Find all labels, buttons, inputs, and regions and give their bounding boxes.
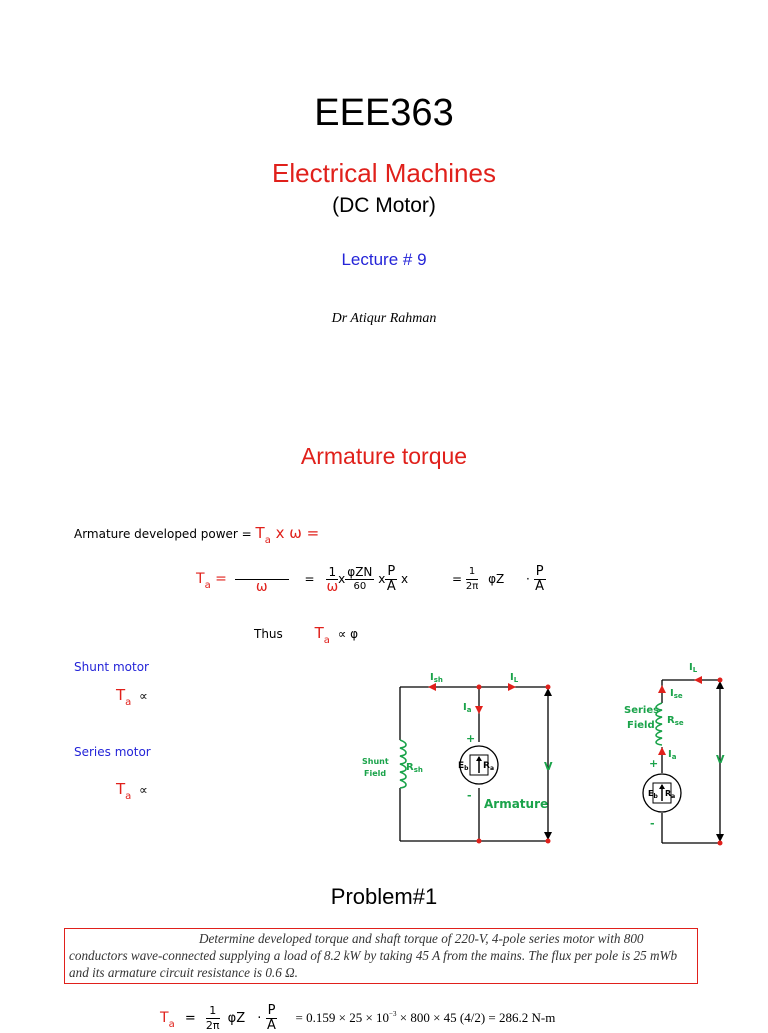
svg-text:Eb: Eb bbox=[648, 789, 658, 800]
svg-text:IL: IL bbox=[689, 662, 698, 674]
node-dot bbox=[717, 677, 723, 683]
shunt-motor-label: Shunt motor bbox=[74, 660, 149, 674]
course-code: EEE363 bbox=[314, 92, 454, 134]
lecture-number: Lecture # 9 bbox=[341, 250, 427, 269]
svg-text:-: - bbox=[467, 789, 472, 802]
svg-text:Rse: Rse bbox=[667, 715, 684, 727]
svg-text:Ia: Ia bbox=[668, 749, 677, 761]
series-relation: Ta ∝ bbox=[116, 780, 148, 802]
svg-text:Ra: Ra bbox=[665, 789, 675, 800]
node-dot bbox=[545, 684, 551, 690]
power-equation: Armature developed power = Ta x ω = bbox=[74, 524, 320, 546]
svg-text:-: - bbox=[650, 817, 655, 830]
section-title: Armature torque bbox=[300, 443, 468, 469]
svg-text:Ise: Ise bbox=[670, 688, 683, 700]
problem-title: Problem#1 bbox=[330, 884, 438, 909]
thus-line: Thus Ta ∝ φ bbox=[254, 624, 359, 646]
svg-text:+: + bbox=[466, 732, 475, 745]
shunt-relation: Ta ∝ bbox=[116, 686, 148, 708]
shunt-motor-circuit: Ish IL Ia + - Eb Ra Armature V Shunt Fie… bbox=[362, 672, 553, 844]
svg-text:Shunt: Shunt bbox=[362, 757, 389, 766]
svg-text:IL: IL bbox=[510, 672, 519, 684]
problem-text: Determine developed torque and shaft tor… bbox=[69, 931, 678, 980]
node-dot bbox=[476, 684, 482, 690]
author-name: Dr Atiqur Rahman bbox=[331, 311, 437, 326]
svg-text:Series: Series bbox=[624, 705, 659, 716]
svg-text:V: V bbox=[544, 760, 553, 773]
svg-text:+: + bbox=[649, 757, 658, 770]
slide-subtitle: (DC Motor) bbox=[332, 194, 436, 217]
svg-text:Armature: Armature bbox=[484, 797, 548, 811]
series-motor-circuit: IL Ise Series Field Rse Ia + - Eb Ra V bbox=[624, 662, 725, 846]
node-dot bbox=[476, 838, 482, 844]
svg-text:Ra: Ra bbox=[483, 761, 494, 772]
power-label: Armature developed power = bbox=[74, 527, 252, 541]
svg-text:Eb: Eb bbox=[458, 761, 469, 772]
svg-text:Rsh: Rsh bbox=[406, 762, 423, 774]
problem-box: Determine developed torque and shaft tor… bbox=[64, 928, 698, 984]
series-motor-label: Series motor bbox=[74, 745, 151, 759]
svg-text:Field: Field bbox=[627, 720, 655, 731]
node-dot bbox=[717, 840, 723, 846]
svg-text:V: V bbox=[716, 753, 725, 766]
svg-text:Field: Field bbox=[364, 769, 386, 778]
node-dot bbox=[545, 838, 551, 844]
slide-title: Electrical Machines bbox=[272, 158, 496, 188]
svg-text:Ish: Ish bbox=[430, 672, 443, 684]
svg-text:Ia: Ia bbox=[463, 702, 472, 714]
